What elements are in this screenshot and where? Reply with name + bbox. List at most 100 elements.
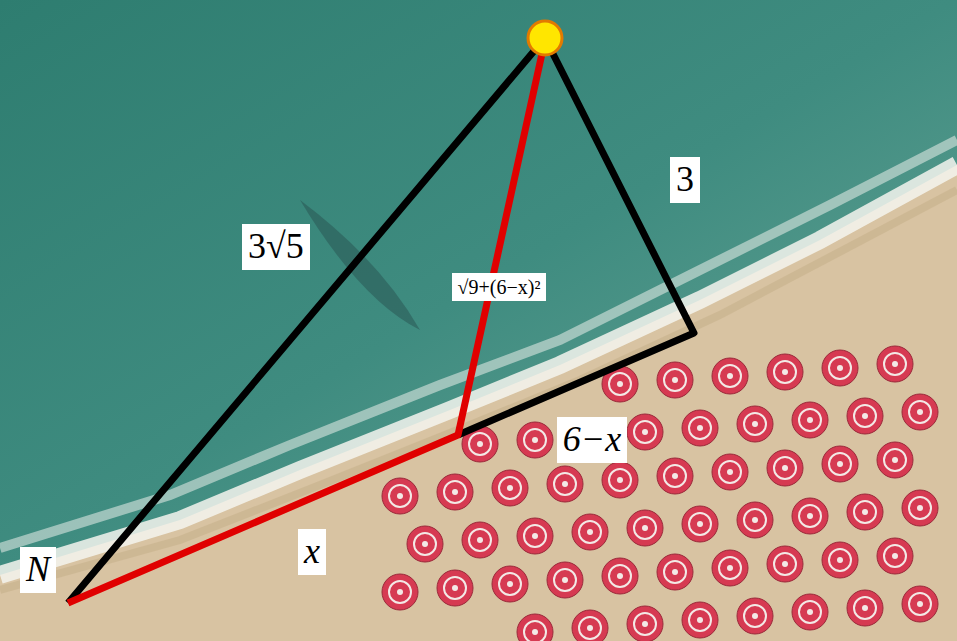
umbrella-canopy bbox=[767, 450, 803, 486]
umbrella-ring bbox=[499, 477, 521, 499]
umbrella-canopy bbox=[382, 574, 418, 610]
umbrella bbox=[437, 474, 473, 510]
umbrella-ring bbox=[829, 453, 851, 475]
umbrella-canopy bbox=[737, 598, 773, 634]
umbrella bbox=[822, 350, 858, 386]
umbrella bbox=[572, 514, 608, 550]
math-label: 3 bbox=[670, 157, 700, 203]
umbrella-canopy bbox=[682, 506, 718, 542]
umbrella-center bbox=[697, 617, 703, 623]
umbrella bbox=[712, 358, 748, 394]
umbrella-ring bbox=[884, 545, 906, 567]
umbrella-canopy bbox=[382, 478, 418, 514]
umbrella bbox=[712, 550, 748, 586]
umbrella-canopy bbox=[822, 446, 858, 482]
umbrella bbox=[822, 446, 858, 482]
umbrella-canopy bbox=[902, 586, 938, 622]
umbrella-canopy bbox=[657, 458, 693, 494]
umbrella-center bbox=[617, 573, 623, 579]
umbrella-center bbox=[617, 381, 623, 387]
umbrella bbox=[682, 602, 718, 638]
umbrella-canopy bbox=[792, 498, 828, 534]
umbrella bbox=[627, 414, 663, 450]
umbrella-center bbox=[532, 437, 538, 443]
umbrella-ring bbox=[799, 601, 821, 623]
umbrella-ring bbox=[689, 609, 711, 631]
umbrella-canopy bbox=[682, 602, 718, 638]
umbrella-ring bbox=[389, 581, 411, 603]
umbrella-canopy bbox=[712, 550, 748, 586]
triangle bbox=[68, 38, 694, 603]
umbrella-ring bbox=[524, 429, 546, 451]
umbrella-center bbox=[727, 469, 733, 475]
umbrella bbox=[767, 546, 803, 582]
umbrella-ring bbox=[664, 369, 686, 391]
umbrella-canopy bbox=[767, 354, 803, 390]
umbrella bbox=[902, 586, 938, 622]
umbrella-canopy bbox=[822, 542, 858, 578]
umbrella-center bbox=[892, 361, 898, 367]
math-label: 3√5 bbox=[242, 224, 310, 270]
umbrella-ring bbox=[744, 605, 766, 627]
umbrella bbox=[492, 566, 528, 602]
umbrella-center bbox=[477, 441, 483, 447]
umbrella-canopy bbox=[902, 490, 938, 526]
umbrella bbox=[792, 402, 828, 438]
umbrella-ring bbox=[774, 361, 796, 383]
umbrella bbox=[517, 614, 553, 641]
umbrella-ring bbox=[444, 577, 466, 599]
umbrella bbox=[547, 562, 583, 598]
umbrella-center bbox=[862, 509, 868, 515]
umbrella bbox=[627, 510, 663, 546]
umbrella-canopy bbox=[737, 502, 773, 538]
umbrella-canopy bbox=[572, 514, 608, 550]
umbrella-ring bbox=[524, 525, 546, 547]
umbrella-canopy bbox=[822, 350, 858, 386]
umbrella bbox=[822, 542, 858, 578]
umbrella-canopy bbox=[572, 610, 608, 641]
umbrella-canopy bbox=[517, 422, 553, 458]
umbrella-center bbox=[477, 537, 483, 543]
umbrella-canopy bbox=[492, 566, 528, 602]
umbrella-ring bbox=[854, 405, 876, 427]
umbrella bbox=[767, 450, 803, 486]
umbrella bbox=[517, 422, 553, 458]
umbrella-canopy bbox=[657, 362, 693, 398]
umbrella-ring bbox=[609, 565, 631, 587]
umbrella-canopy bbox=[437, 474, 473, 510]
umbrella-center bbox=[672, 569, 678, 575]
umbrella-center bbox=[807, 513, 813, 519]
umbrella-center bbox=[672, 377, 678, 383]
umbrella bbox=[492, 470, 528, 506]
umbrella-canopy bbox=[602, 462, 638, 498]
umbrella bbox=[877, 442, 913, 478]
umbrella-ring bbox=[414, 533, 436, 555]
umbrella bbox=[682, 506, 718, 542]
path bbox=[68, 40, 545, 603]
umbrella-ring bbox=[909, 593, 931, 615]
umbrella-center bbox=[782, 561, 788, 567]
umbrella-center bbox=[532, 533, 538, 539]
umbrella-center bbox=[562, 481, 568, 487]
umbrella-center bbox=[697, 425, 703, 431]
umbrella-ring bbox=[444, 481, 466, 503]
umbrella-canopy bbox=[437, 570, 473, 606]
umbrella bbox=[877, 538, 913, 574]
umbrella-ring bbox=[469, 433, 491, 455]
umbrella-center bbox=[862, 605, 868, 611]
umbrella-canopy bbox=[627, 414, 663, 450]
umbrella bbox=[767, 354, 803, 390]
umbrella-center bbox=[587, 529, 593, 535]
umbrella-canopy bbox=[407, 526, 443, 562]
umbrella-center bbox=[642, 429, 648, 435]
umbrella-center bbox=[782, 465, 788, 471]
umbrella bbox=[902, 394, 938, 430]
umbrella-center bbox=[837, 461, 843, 467]
umbrella-center bbox=[837, 557, 843, 563]
umbrella-ring bbox=[829, 357, 851, 379]
umbrella-ring bbox=[744, 509, 766, 531]
umbrella-ring bbox=[774, 457, 796, 479]
umbrella-center bbox=[507, 485, 513, 491]
